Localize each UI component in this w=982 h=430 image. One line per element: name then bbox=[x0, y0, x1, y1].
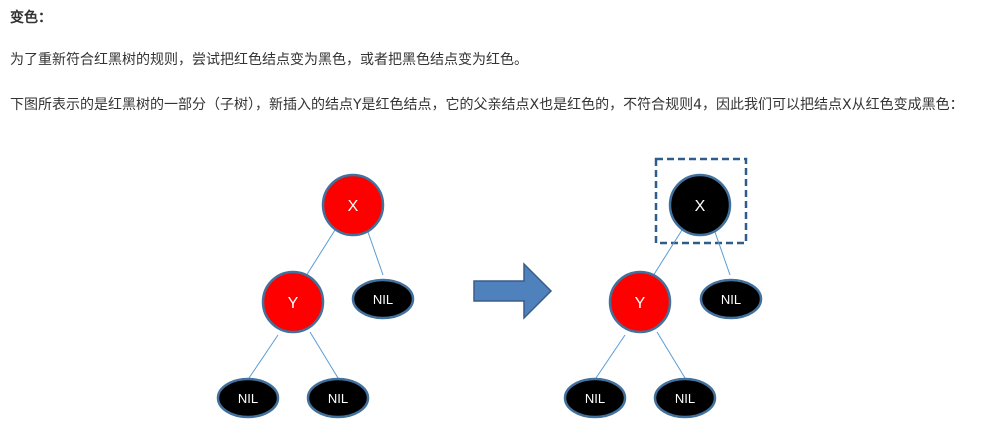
after-node-y: Y bbox=[608, 270, 672, 334]
edge-after-x-y bbox=[652, 229, 683, 277]
edge-before-x-y bbox=[305, 229, 336, 277]
before-nil-ll-label: NIL bbox=[238, 391, 258, 406]
before-node-y-label: Y bbox=[288, 295, 299, 312]
edge-before-y-nil-left bbox=[248, 334, 279, 379]
after-node-nil-lr: NIL bbox=[653, 377, 717, 419]
section-heading: 变色： bbox=[10, 10, 52, 26]
edge-after-x-nil bbox=[714, 231, 731, 276]
before-tree: X Y NIL NIL NIL bbox=[216, 173, 415, 419]
before-nil-lr-label: NIL bbox=[328, 391, 348, 406]
edge-after-y-nil-left bbox=[595, 334, 626, 379]
before-node-nil-right: NIL bbox=[351, 278, 415, 320]
after-nil-right-label: NIL bbox=[721, 292, 741, 307]
transform-arrow bbox=[473, 262, 553, 320]
intro-paragraph: 为了重新符合红黑树的规则，尝试把红色结点变为黑色，或者把黑色结点变为红色。 bbox=[10, 52, 528, 68]
after-node-nil-ll: NIL bbox=[563, 377, 627, 419]
before-node-x: X bbox=[321, 173, 385, 237]
before-node-nil-lr: NIL bbox=[306, 377, 370, 419]
edge-before-x-nil bbox=[367, 231, 384, 276]
highlight-box bbox=[654, 157, 748, 245]
description-paragraph: 下图所表示的是红黑树的一部分（子树），新插入的结点Y是红色结点，它的父亲结点X也… bbox=[10, 97, 964, 113]
before-node-nil-ll: NIL bbox=[216, 377, 280, 419]
edge-before-y-nil-right bbox=[309, 331, 339, 379]
edge-after-y-nil-right bbox=[656, 331, 686, 379]
after-nil-ll-label: NIL bbox=[585, 391, 605, 406]
before-node-y: Y bbox=[261, 270, 325, 334]
after-node-x-label: X bbox=[695, 198, 706, 215]
after-nil-lr-label: NIL bbox=[675, 391, 695, 406]
after-node-y-label: Y bbox=[635, 295, 646, 312]
after-node-x: X bbox=[668, 173, 732, 237]
after-tree: X Y NIL NIL NIL bbox=[563, 157, 763, 419]
before-node-x-label: X bbox=[348, 198, 359, 215]
before-nil-right-label: NIL bbox=[373, 292, 393, 307]
after-node-nil-right: NIL bbox=[699, 278, 763, 320]
